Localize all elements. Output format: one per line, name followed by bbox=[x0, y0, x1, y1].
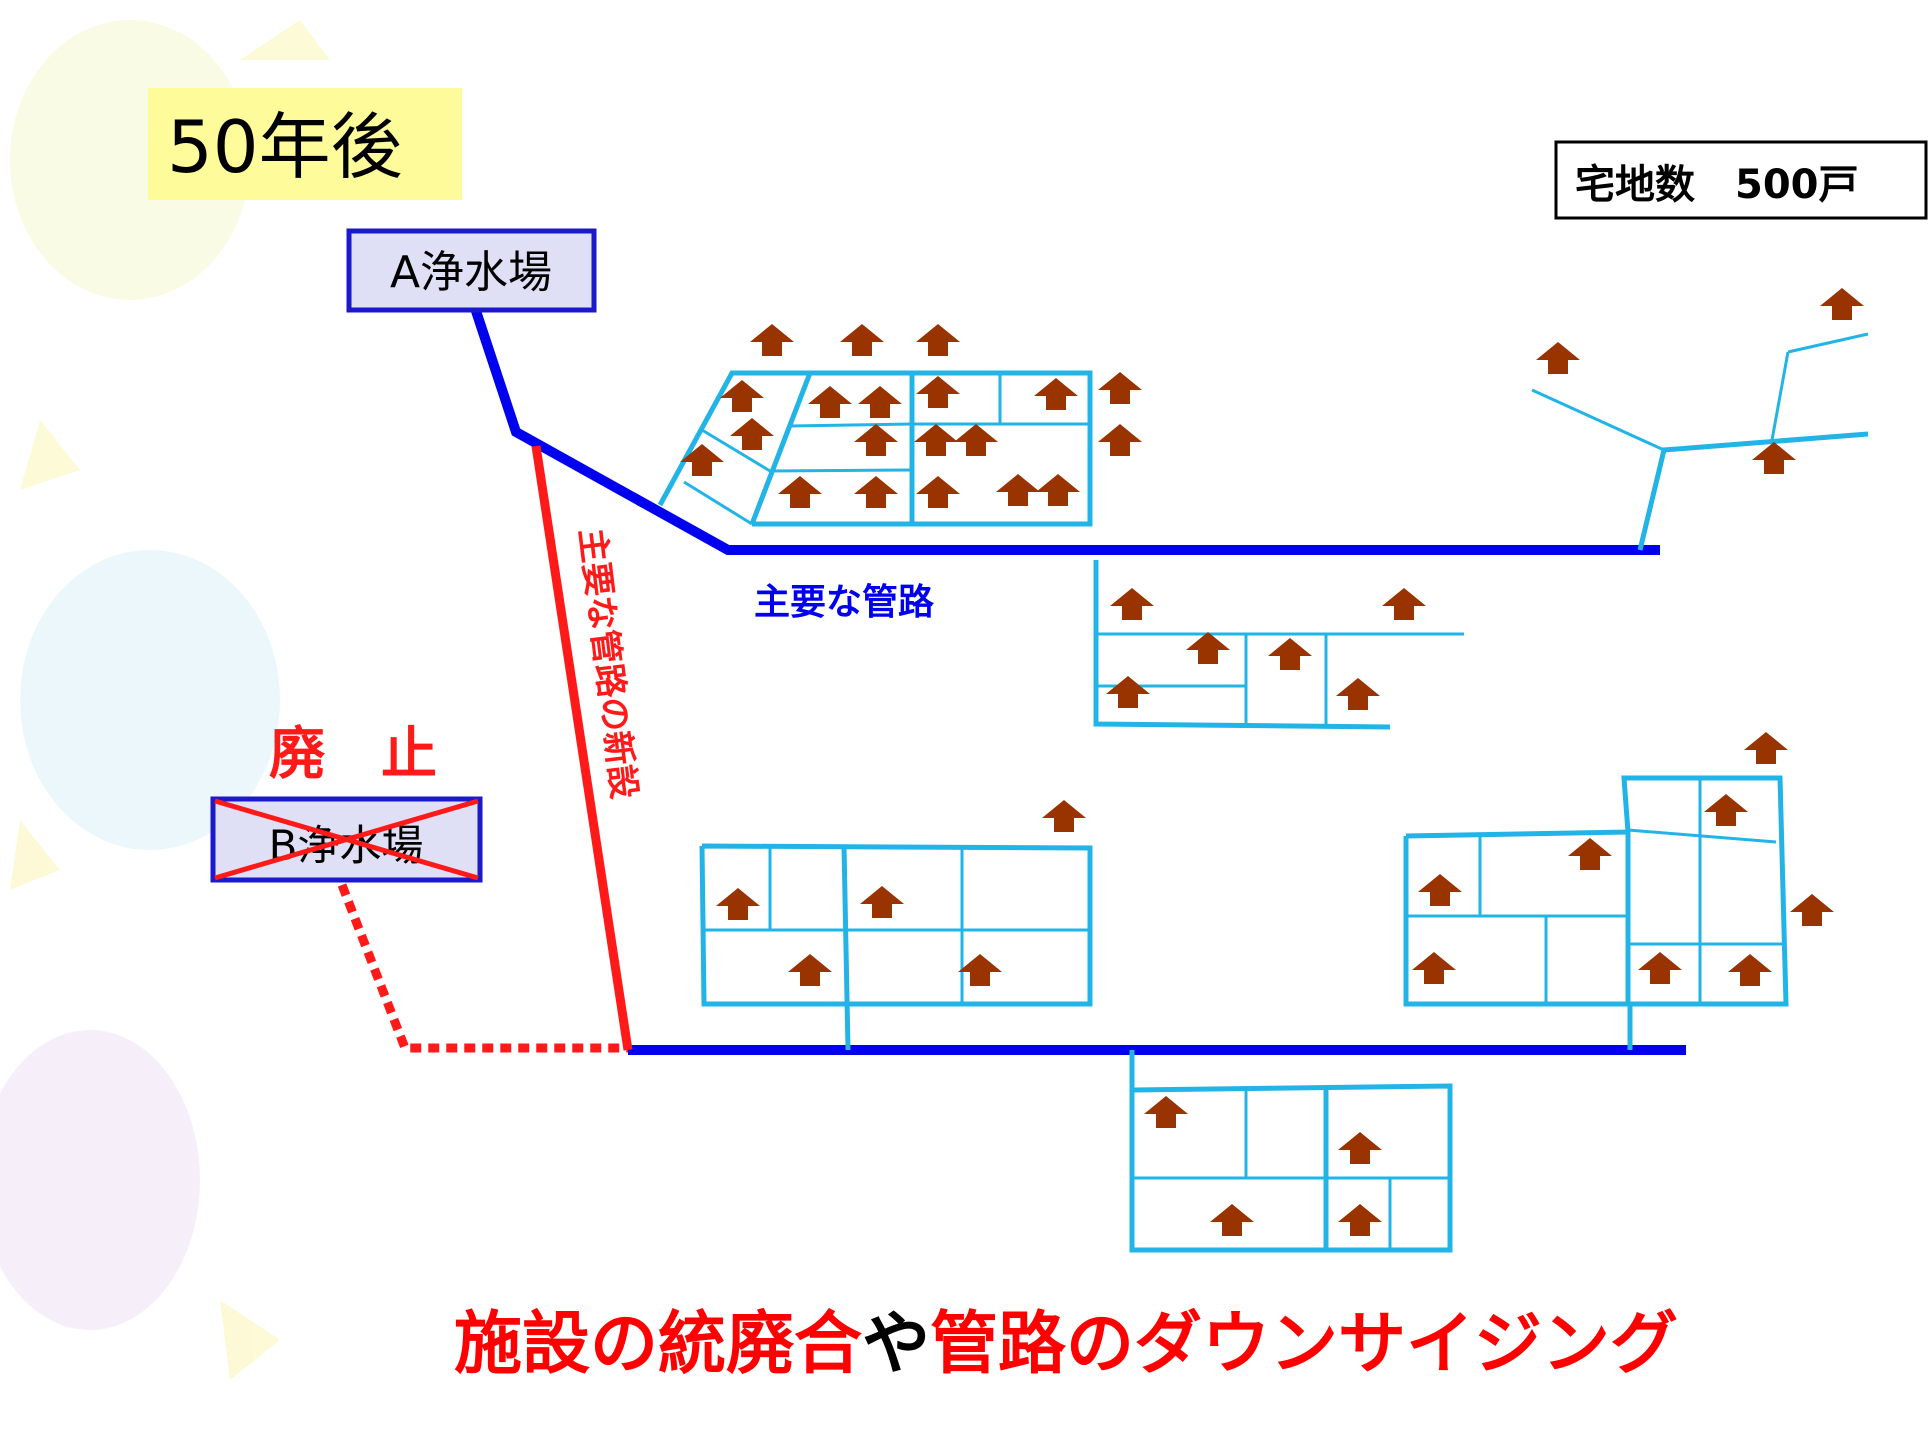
house-arrow-icon bbox=[1106, 676, 1150, 708]
house-arrow-icon bbox=[914, 424, 958, 456]
house-arrow-icon bbox=[1418, 874, 1462, 906]
house-arrow-icon bbox=[720, 380, 764, 412]
caption-part-3: 管路のダウンサイジング bbox=[930, 1305, 1678, 1384]
house-arrow-icon bbox=[958, 954, 1002, 986]
house-arrow-icon bbox=[1790, 894, 1834, 926]
house-arrow-icon bbox=[1110, 588, 1154, 620]
house-arrow-icon bbox=[854, 476, 898, 508]
plant-b-box: B浄水場 bbox=[210, 796, 483, 883]
house-arrow-icon bbox=[916, 324, 960, 356]
abolished-pipe bbox=[337, 883, 628, 1053]
house-arrow-icon bbox=[1268, 638, 1312, 670]
house-arrow-icon bbox=[916, 376, 960, 408]
house-arrow-icon bbox=[1034, 378, 1078, 410]
house-arrow-icon bbox=[778, 476, 822, 508]
main-pipe-label: 主要な管路 bbox=[754, 582, 935, 623]
house-arrow-icon bbox=[854, 424, 898, 456]
house-arrow-icon bbox=[1210, 1204, 1254, 1236]
house-arrow-icon bbox=[1728, 954, 1772, 986]
household-count: 宅地数 500戸 bbox=[1575, 162, 1859, 208]
house-arrow-icon bbox=[1568, 838, 1612, 870]
main-pipes bbox=[471, 309, 1686, 1055]
background-decoration bbox=[0, 20, 330, 1380]
house-arrow-icon bbox=[716, 888, 760, 920]
house-arrow-icon bbox=[680, 444, 724, 476]
caption-part-1: 施設の統廃合 bbox=[454, 1305, 862, 1384]
house-arrow-icon bbox=[1412, 952, 1456, 984]
house-arrow-icon bbox=[1336, 678, 1380, 710]
plant-a-label: A浄水場 bbox=[390, 247, 552, 298]
branch-pipes bbox=[657, 332, 1869, 1253]
house-arrow-icon bbox=[730, 418, 774, 450]
house-arrow-icon bbox=[916, 476, 960, 508]
house-arrow-icon bbox=[1704, 794, 1748, 826]
house-arrow-icon bbox=[788, 954, 832, 986]
main-pipe-upper bbox=[471, 309, 1660, 555]
house-arrow-icon bbox=[808, 386, 852, 418]
plant-a-box: A浄水場 bbox=[346, 228, 597, 313]
house-arrow-icon bbox=[840, 324, 884, 356]
plant-b-label: B浄水場 bbox=[269, 821, 424, 870]
house-arrow-icon bbox=[1036, 474, 1080, 506]
house-arrow-icon bbox=[1098, 372, 1142, 404]
house-arrow-icon bbox=[750, 324, 794, 356]
house-arrow-icon bbox=[860, 886, 904, 918]
house-arrow-icon bbox=[858, 386, 902, 418]
house-arrow-icon bbox=[1338, 1204, 1382, 1236]
house-arrow-icon bbox=[1382, 588, 1426, 620]
house-arrow-icon bbox=[954, 424, 998, 456]
house-arrow-icon bbox=[996, 474, 1040, 506]
title-box: 50年後 bbox=[148, 88, 462, 200]
house-arrow-icon bbox=[1042, 800, 1086, 832]
page-title: 50年後 bbox=[167, 105, 403, 189]
caption: 施設の統廃合や管路のダウンサイジング bbox=[454, 1305, 1678, 1384]
house-arrow-icon bbox=[1536, 342, 1580, 374]
new-pipe bbox=[531, 445, 633, 1051]
household-count-box: 宅地数 500戸 bbox=[1554, 140, 1928, 220]
house-arrow-icon bbox=[1338, 1132, 1382, 1164]
cross-out-icon bbox=[214, 798, 479, 881]
house-arrow-icon bbox=[1098, 424, 1142, 456]
house-arrow-icon bbox=[1186, 632, 1230, 664]
house-arrow-icon bbox=[1744, 732, 1788, 764]
house-arrow-icon bbox=[1144, 1096, 1188, 1128]
abolished-label: 廃 止 bbox=[269, 722, 437, 787]
houses bbox=[680, 288, 1864, 1236]
caption-part-2: や bbox=[862, 1305, 930, 1384]
house-arrow-icon bbox=[1752, 442, 1796, 474]
house-arrow-icon bbox=[1638, 952, 1682, 984]
house-arrow-icon bbox=[1820, 288, 1864, 320]
